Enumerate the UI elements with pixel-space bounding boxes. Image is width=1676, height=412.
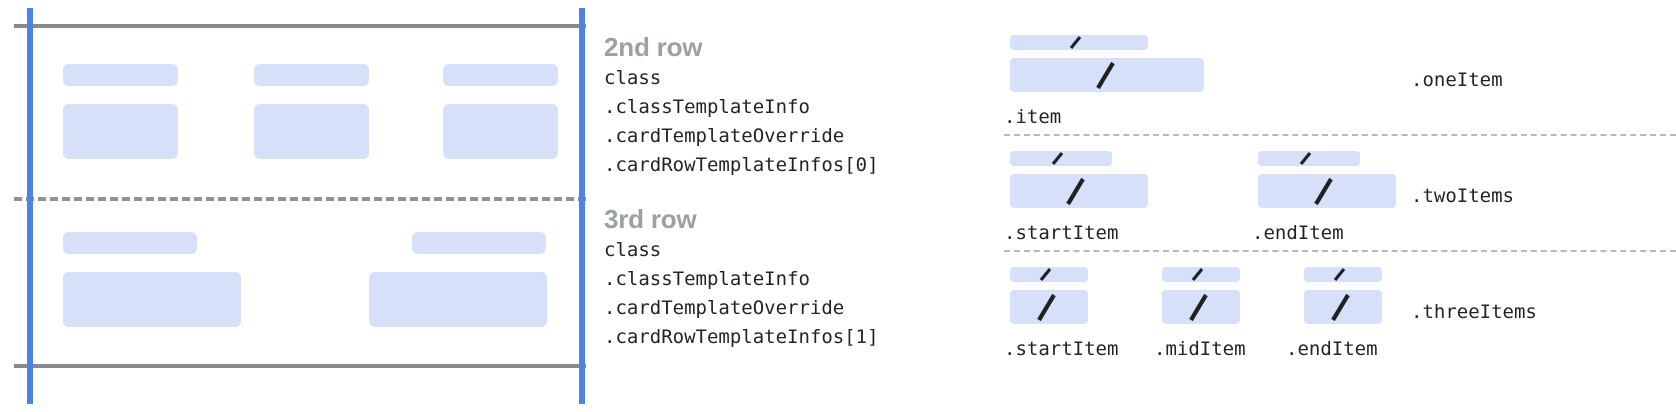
row-annotation-column: 2nd row class .classTemplateInfo .cardTe… — [604, 0, 964, 412]
two-items-start-top-bar — [1010, 151, 1112, 166]
row-annotation-2nd: 2nd row class .classTemplateInfo .cardTe… — [604, 30, 879, 180]
three-items-start-top-bar — [1010, 267, 1088, 282]
row-code-line-2nd-2: .classTemplateInfo — [604, 96, 810, 118]
one-item-top-bar — [1010, 35, 1148, 50]
slash-glyph — [1333, 267, 1346, 282]
three-items-start-label: .startItem — [1004, 338, 1119, 360]
slash-glyph — [1299, 151, 1312, 166]
two-items-end-main-box — [1258, 174, 1396, 208]
row-code-line-2nd-3: .cardTemplateOverride — [604, 125, 845, 147]
one-item-label: .item — [1004, 106, 1062, 128]
row2-col1-body-placeholder — [63, 104, 178, 159]
row-code-line-3rd-1: class — [604, 239, 662, 261]
three-items-mid-main-box — [1162, 290, 1240, 324]
card-row-template-layout-preview — [0, 0, 600, 412]
variant-label-two-items: .twoItems — [1411, 185, 1514, 207]
three-items-start-main-box — [1010, 290, 1088, 324]
row3-col1-header-placeholder — [63, 232, 197, 254]
row2-col3-header-placeholder — [443, 64, 558, 86]
row3-col2-body-placeholder — [369, 272, 547, 327]
row-code-line-2nd-4: .cardRowTemplateInfos[0] — [604, 154, 879, 176]
right-margin-guide — [579, 8, 585, 404]
row2-col3-body-placeholder — [443, 104, 558, 159]
variant-divider-1 — [1004, 134, 1676, 136]
slash-glyph — [1189, 293, 1208, 322]
card-bottom-rule — [14, 364, 586, 368]
slash-glyph — [1314, 177, 1333, 206]
three-items-end-top-bar — [1304, 267, 1382, 282]
one-item-main-box — [1010, 58, 1204, 92]
two-items-end-top-bar — [1258, 151, 1360, 166]
three-items-mid-top-bar — [1162, 267, 1240, 282]
row-item-variants: .item .oneItem .startItem — [986, 0, 1676, 412]
three-items-mid-label: .midItem — [1154, 338, 1246, 360]
row2-col2-body-placeholder — [254, 104, 369, 159]
row-code-line-3rd-4: .cardRowTemplateInfos[1] — [604, 326, 879, 348]
row2-col1-header-placeholder — [63, 64, 178, 86]
two-items-start-label: .startItem — [1004, 222, 1119, 244]
slash-glyph — [1039, 267, 1052, 282]
row-annotation-3rd: 3rd row class .classTemplateInfo .cardTe… — [604, 202, 879, 352]
left-margin-guide — [27, 8, 33, 404]
row-title-3rd: 3rd row — [604, 204, 697, 234]
slash-glyph — [1331, 293, 1350, 322]
row-code-line-3rd-2: .classTemplateInfo — [604, 268, 810, 290]
slash-glyph — [1191, 267, 1204, 282]
slash-glyph — [1037, 293, 1056, 322]
two-items-start-main-box — [1010, 174, 1148, 208]
three-items-end-main-box — [1304, 290, 1382, 324]
row-title-2nd: 2nd row — [604, 32, 703, 62]
variant-divider-2 — [1004, 250, 1676, 252]
slash-glyph — [1069, 35, 1082, 50]
card-top-rule — [14, 24, 586, 28]
three-items-end-label: .endItem — [1286, 338, 1378, 360]
row-code-line-3rd-3: .cardTemplateOverride — [604, 297, 845, 319]
slash-glyph — [1051, 151, 1064, 166]
row3-col1-body-placeholder — [63, 272, 241, 327]
row2-col2-header-placeholder — [254, 64, 369, 86]
two-items-end-label: .endItem — [1252, 222, 1344, 244]
variant-label-three-items: .threeItems — [1411, 301, 1537, 323]
row-separator-dashed — [14, 197, 586, 201]
slash-glyph — [1066, 177, 1085, 206]
variant-label-one-item: .oneItem — [1411, 69, 1503, 91]
row-code-line-2nd-1: class — [604, 67, 662, 89]
row3-col2-header-placeholder — [412, 232, 546, 254]
slash-glyph — [1096, 61, 1115, 90]
